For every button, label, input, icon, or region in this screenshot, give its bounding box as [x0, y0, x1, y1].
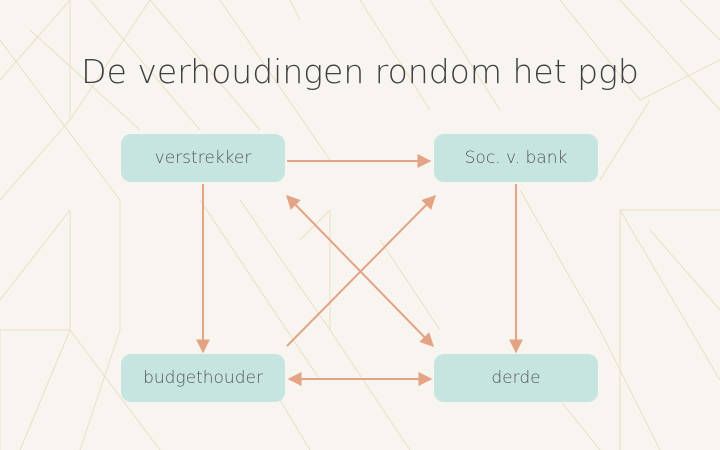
node-soc-v-bank-label: Soc. v. bank — [464, 148, 568, 168]
edge-verstrekker-derde — [286, 194, 434, 348]
node-derde: derde — [434, 354, 598, 402]
slide-title: De verhoudingen rondom het pgb — [81, 52, 639, 92]
node-verstrekker: verstrekker — [121, 134, 285, 182]
node-derde-label: derde — [491, 368, 541, 388]
node-budgethouder-label: budgethouder — [143, 368, 263, 388]
node-verstrekker-label: verstrekker — [154, 148, 252, 168]
node-soc-v-bank: Soc. v. bank — [434, 134, 598, 182]
node-budgethouder: budgethouder — [121, 354, 285, 402]
